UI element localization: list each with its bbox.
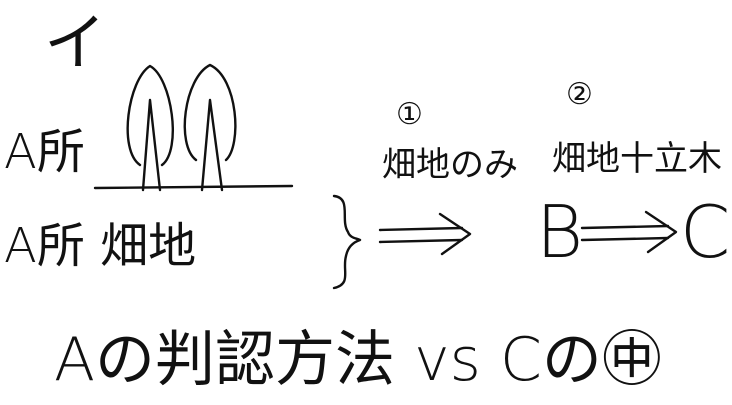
tree-icon: [128, 66, 173, 190]
bottom-text: Aの判認方法 vs Cの㊥: [54, 330, 662, 390]
mark-label: イ: [44, 12, 106, 74]
step1-number: ①: [396, 100, 423, 130]
node-c: C: [680, 196, 730, 268]
ground-line: [95, 186, 292, 188]
step2-number: ②: [566, 80, 593, 110]
row1-label: A所: [4, 128, 85, 176]
tree-icon: [185, 65, 236, 190]
node-b: B: [536, 196, 583, 268]
double-arrow-icon: [380, 214, 470, 254]
row2-label: A所 畑地: [4, 222, 196, 270]
step2-label: 畑地十立木: [552, 142, 722, 176]
step1-label: 畑地のみ: [382, 148, 518, 182]
double-arrow-icon: [582, 212, 676, 252]
brace-icon: [334, 196, 360, 288]
